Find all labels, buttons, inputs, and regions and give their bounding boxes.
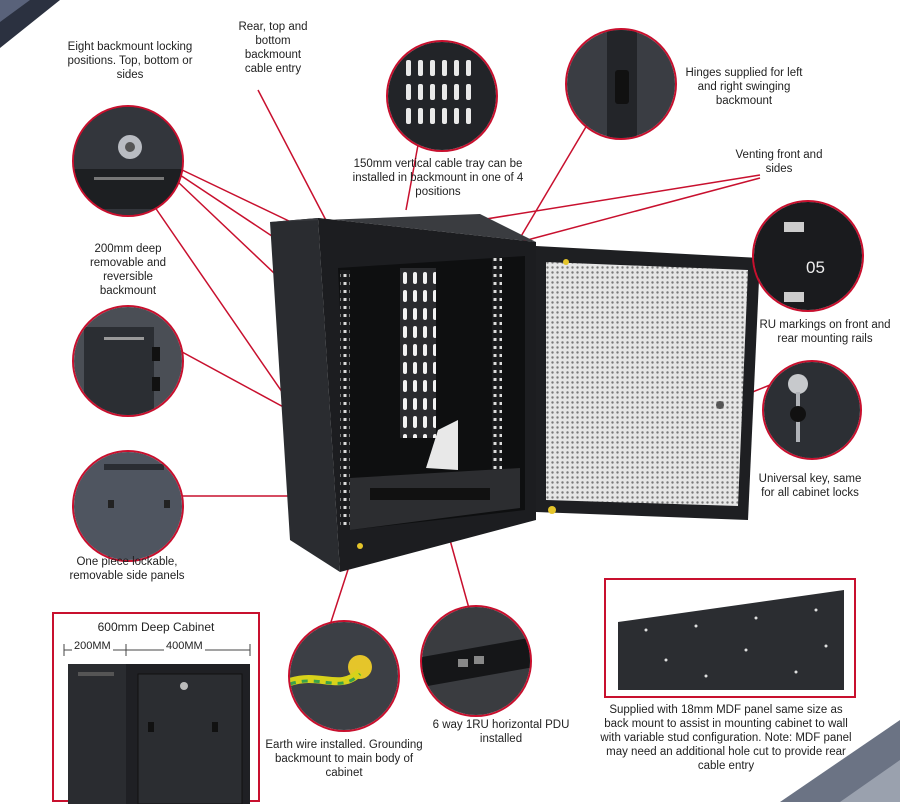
label-universal-key: Universal key, same for all cabinet lock…: [758, 473, 862, 499]
label-mdf: Supplied with 18mm MDF panel same size a…: [600, 704, 852, 772]
callout-circle-ru-markings: 05: [752, 200, 864, 312]
label-hinges: Hinges supplied for left and right swing…: [685, 67, 803, 107]
callout-circle-universal-key: [762, 360, 862, 460]
ru-number-label: 05: [806, 258, 825, 277]
dim-label-400mm: 400MM: [164, 640, 205, 652]
mdf-panel-box: [604, 578, 856, 698]
callout-circle-backmount-lock: [72, 105, 184, 217]
callout-circle-earth-wire: [288, 620, 400, 732]
label-rear-top-bottom: Rear, top and bottom backmount cable ent…: [238, 21, 308, 75]
corner-decoration-top-left: [0, 0, 60, 48]
label-ru-markings: RU markings on front and rear mounting r…: [759, 319, 891, 345]
deep-cabinet-box: 600mm Deep Cabinet 200MM 400MM: [52, 612, 260, 804]
callout-circle-hinges: [565, 28, 677, 140]
callout-circle-side-panels: [72, 450, 184, 562]
label-cable-tray: 150mm vertical cable tray can be install…: [352, 158, 524, 198]
deep-cabinet-title: 600mm Deep Cabinet: [97, 620, 215, 634]
label-eight-backmount: Eight backmount locking positions. Top, …: [67, 41, 193, 81]
callout-circle-pdu: [420, 605, 532, 717]
label-earth-wire: Earth wire installed. Grounding backmoun…: [265, 739, 423, 779]
label-side-panels: One piece lockable, removable side panel…: [69, 556, 185, 582]
label-venting: Venting front and sides: [735, 149, 823, 175]
callout-circle-cable-entry: [386, 40, 498, 152]
dim-label-200mm: 200MM: [72, 640, 113, 652]
label-pdu: 6 way 1RU horizontal PDU installed: [432, 719, 570, 745]
callout-circle-backmount: [72, 305, 184, 417]
label-backmount-200: 200mm deep removable and reversible back…: [89, 243, 167, 297]
